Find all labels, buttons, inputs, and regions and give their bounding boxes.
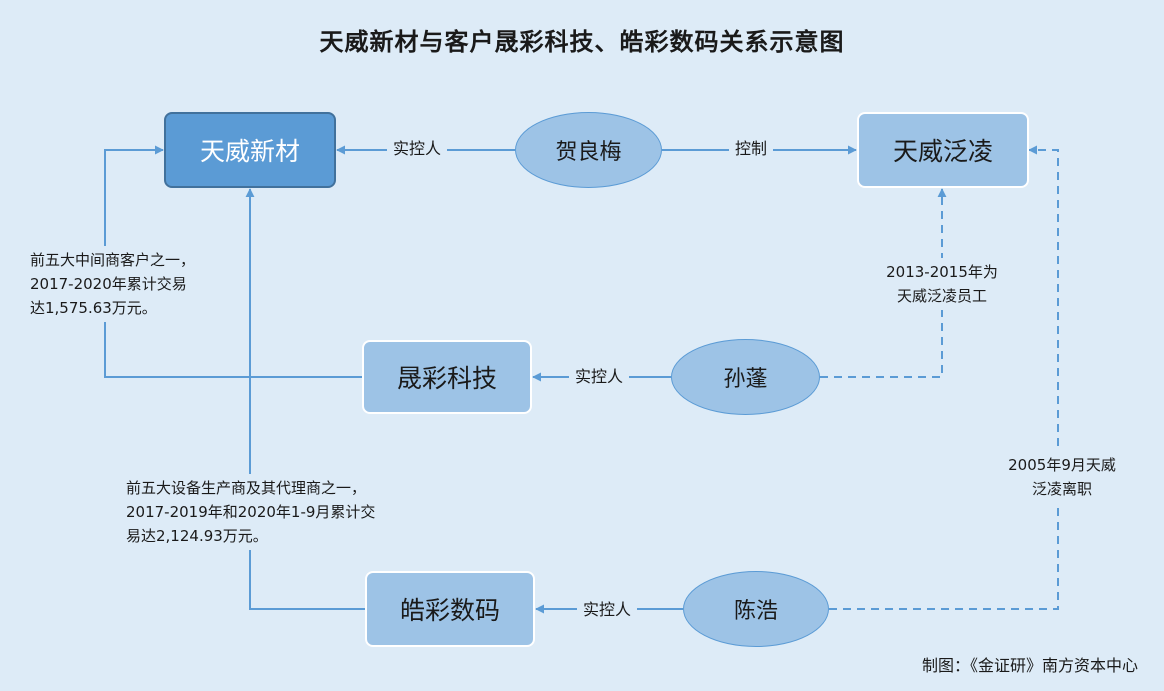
edge-label-he-fanling: 控制 bbox=[729, 139, 774, 159]
credit-line: 制图：《金证研》南方资本中心 bbox=[921, 656, 1138, 675]
node-tianwei-fanling-label: 天威泛凌 bbox=[892, 137, 993, 166]
note-chen-resign: 2005年9月天威 泛凌离职 bbox=[994, 451, 1130, 503]
person-sun-peng-label: 孙蓬 bbox=[723, 367, 768, 392]
edge-label-chen-haocai: 实控人 bbox=[577, 600, 638, 620]
note-haocai-client: 前五大设备生产商及其代理商之一， 2017-2019年和2020年1-9月累计交… bbox=[122, 474, 380, 550]
node-tianwei-xincai: 天威新材 bbox=[164, 112, 336, 188]
note-line: 前五大设备生产商及其代理商之一， bbox=[126, 479, 367, 497]
person-chen-hao: 陈浩 bbox=[683, 571, 829, 647]
diagram-title: 天威新材与客户晟彩科技、皓彩数码关系示意图 bbox=[319, 28, 845, 56]
note-line: 天威泛凌员工 bbox=[896, 287, 987, 305]
node-tianwei-xincai-label: 天威新材 bbox=[199, 137, 300, 166]
node-tianwei-fanling: 天威泛凌 bbox=[857, 112, 1029, 188]
edge-label-sun-shengcai: 实控人 bbox=[569, 367, 630, 387]
node-haocai-label: 皓彩数码 bbox=[399, 596, 500, 625]
node-shengcai-label: 晟彩科技 bbox=[396, 364, 497, 393]
note-line: 易达2,124.93万元。 bbox=[126, 527, 268, 545]
note-shengcai-client: 前五大中间商客户之一， 2017-2020年累计交易 达1,575.63万元。 bbox=[26, 246, 200, 322]
person-sun-peng: 孙蓬 bbox=[671, 339, 820, 415]
node-shengcai: 晟彩科技 bbox=[362, 340, 532, 414]
note-line: 达1,575.63万元。 bbox=[30, 299, 157, 317]
note-line: 泛凌离职 bbox=[1031, 480, 1092, 498]
note-line: 2017-2020年累计交易 bbox=[30, 275, 187, 293]
edge-haocai-to-tianwei bbox=[245, 188, 366, 610]
note-line: 2005年9月天威 bbox=[1008, 456, 1116, 474]
node-haocai: 皓彩数码 bbox=[365, 571, 535, 647]
note-line: 前五大中间商客户之一， bbox=[30, 251, 196, 269]
edge-label-he-tianwei: 实控人 bbox=[387, 139, 448, 159]
person-he-liangmei-label: 贺良梅 bbox=[555, 140, 622, 165]
edge-chen-to-fanling bbox=[829, 145, 1059, 610]
person-he-liangmei: 贺良梅 bbox=[515, 112, 662, 188]
note-line: 2017-2019年和2020年1-9月累计交 bbox=[126, 503, 376, 521]
note-line: 2013-2015年为 bbox=[886, 263, 998, 281]
person-chen-hao-label: 陈浩 bbox=[733, 599, 778, 624]
note-sun-employee: 2013-2015年为 天威泛凌员工 bbox=[874, 258, 1010, 310]
